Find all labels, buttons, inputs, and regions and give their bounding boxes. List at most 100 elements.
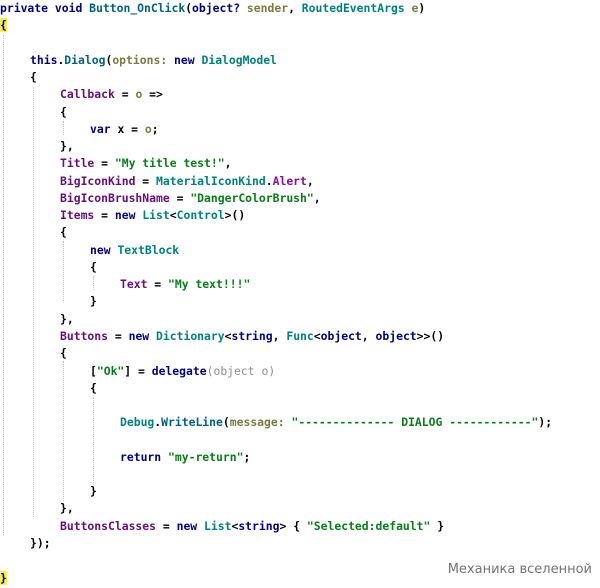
- matched-brace: }: [0, 571, 7, 585]
- code-line-9[interactable]: Title = "My title test!",: [60, 155, 231, 172]
- keyword-token: return: [120, 450, 162, 464]
- punctuation: [: [90, 364, 97, 378]
- punctuation: }: [430, 519, 445, 533]
- punctuation: =>: [142, 87, 163, 101]
- code-line-21[interactable]: ["Ok"] = delegate(object o): [90, 363, 275, 380]
- type-name: MaterialIconKind: [156, 174, 266, 188]
- code-line-23[interactable]: Debug.WriteLine(message: "--------------…: [120, 414, 552, 431]
- code-line-10[interactable]: BigIconKind = MaterialIconKind.Alert,: [60, 173, 314, 190]
- code-line-25[interactable]: }: [90, 483, 97, 500]
- property-name: Title: [60, 156, 95, 170]
- punctuation: <: [224, 329, 232, 343]
- punctuation: =: [135, 174, 157, 188]
- punctuation: },: [60, 312, 74, 326]
- keyword-token: string: [238, 519, 280, 533]
- keyword-token: private: [0, 1, 49, 15]
- punctuation: }: [90, 484, 97, 498]
- type-name: Dictionary: [156, 329, 225, 343]
- watermark-text: Механика вселенной: [447, 562, 592, 577]
- method-name: Button_OnClick: [89, 1, 186, 15]
- punctuation: <: [169, 208, 177, 222]
- code-line-2[interactable]: {: [0, 17, 7, 34]
- punctuation: {: [90, 381, 97, 395]
- code-line-6[interactable]: {: [60, 104, 67, 121]
- type-name: List: [204, 519, 232, 533]
- keyword-token: var: [90, 122, 111, 136]
- keyword-token: object: [375, 329, 417, 343]
- punctuation: ] =: [124, 364, 152, 378]
- punctuation: {: [90, 260, 97, 274]
- parameter-hint: message:: [229, 415, 285, 429]
- property-name: Buttons: [60, 329, 109, 343]
- string-literal: "My text!!!": [168, 277, 251, 291]
- indent-guide: [63, 361, 64, 501]
- code-line-28[interactable]: });: [30, 535, 51, 552]
- code-line-7[interactable]: var x = o;: [90, 121, 159, 138]
- punctuation: ;: [151, 122, 159, 136]
- code-line-22[interactable]: {: [90, 380, 97, 397]
- string-literal: "Ok": [96, 364, 125, 378]
- punctuation: ,: [288, 1, 302, 15]
- code-line-1[interactable]: private void Button_OnClick(object? send…: [0, 0, 425, 17]
- keyword-token: object: [320, 329, 362, 343]
- punctuation: {: [60, 346, 67, 360]
- parameter-name: o: [135, 87, 143, 101]
- code-line-12[interactable]: Items = new List<Control>(): [60, 207, 245, 224]
- code-line-11[interactable]: BigIconBrushName = "DangerColorBrush",: [60, 190, 321, 207]
- code-line-16[interactable]: Text = "My text!!!": [120, 276, 250, 293]
- code-line-27[interactable]: ButtonsClasses = new List<string> { "Sel…: [60, 518, 444, 535]
- code-line-15[interactable]: {: [90, 259, 97, 276]
- code-line-8[interactable]: },: [60, 138, 74, 155]
- whitespace: [149, 329, 156, 343]
- keyword-token: delegate: [151, 364, 207, 378]
- indent-guide: [93, 276, 94, 290]
- code-line-5[interactable]: Callback = o =>: [60, 86, 163, 103]
- punctuation: ,: [224, 156, 232, 170]
- parameter-name: o: [144, 122, 152, 136]
- punctuation: {: [60, 105, 67, 119]
- code-line-29[interactable]: }: [0, 570, 7, 587]
- indent-guide: [93, 397, 94, 485]
- property-name: Text: [120, 277, 148, 291]
- punctuation: ,: [272, 329, 287, 343]
- code-line-18[interactable]: },: [60, 311, 74, 328]
- string-literal: "DangerColorBrush": [190, 191, 314, 205]
- indent-guide: [63, 121, 64, 135]
- parameter-hint: options:: [112, 53, 168, 67]
- punctuation: .: [57, 53, 65, 67]
- punctuation: ,: [313, 191, 321, 205]
- punctuation: ,: [361, 329, 376, 343]
- punctuation: },: [60, 501, 74, 515]
- punctuation: });: [30, 536, 51, 550]
- code-line-17[interactable]: }: [90, 293, 97, 310]
- keyword-token: new: [90, 243, 111, 257]
- code-line-19[interactable]: Buttons = new Dictionary<string, Func<ob…: [60, 328, 444, 345]
- keyword-token: string: [231, 329, 273, 343]
- type-name: Debug: [120, 415, 155, 429]
- whitespace: [48, 1, 55, 15]
- punctuation: =: [114, 87, 136, 101]
- code-line-24[interactable]: return "my-return";: [120, 449, 250, 466]
- keyword-token: object?: [192, 1, 241, 15]
- code-line-20[interactable]: {: [60, 345, 67, 362]
- punctuation: > {: [279, 519, 307, 533]
- code-line-13[interactable]: {: [60, 224, 67, 241]
- string-literal: "Selected:default": [306, 519, 431, 533]
- keyword-token: new: [176, 519, 198, 533]
- code-line-14[interactable]: new TextBlock: [90, 242, 179, 259]
- punctuation: ;: [243, 450, 251, 464]
- enum-member: Alert: [272, 174, 307, 188]
- whitespace: [161, 450, 168, 464]
- string-literal: "my-return": [168, 450, 244, 464]
- code-line-4[interactable]: {: [30, 69, 37, 86]
- punctuation: <: [313, 329, 321, 343]
- code-line-3[interactable]: this.Dialog(options: new DialogModel: [30, 52, 277, 69]
- punctuation: {: [60, 225, 67, 239]
- punctuation: .: [154, 415, 162, 429]
- code-line-26[interactable]: },: [60, 500, 74, 517]
- type-name: TextBlock: [117, 243, 180, 257]
- punctuation: );: [538, 415, 553, 429]
- whitespace: [405, 1, 412, 15]
- method-name: Dialog: [64, 53, 106, 67]
